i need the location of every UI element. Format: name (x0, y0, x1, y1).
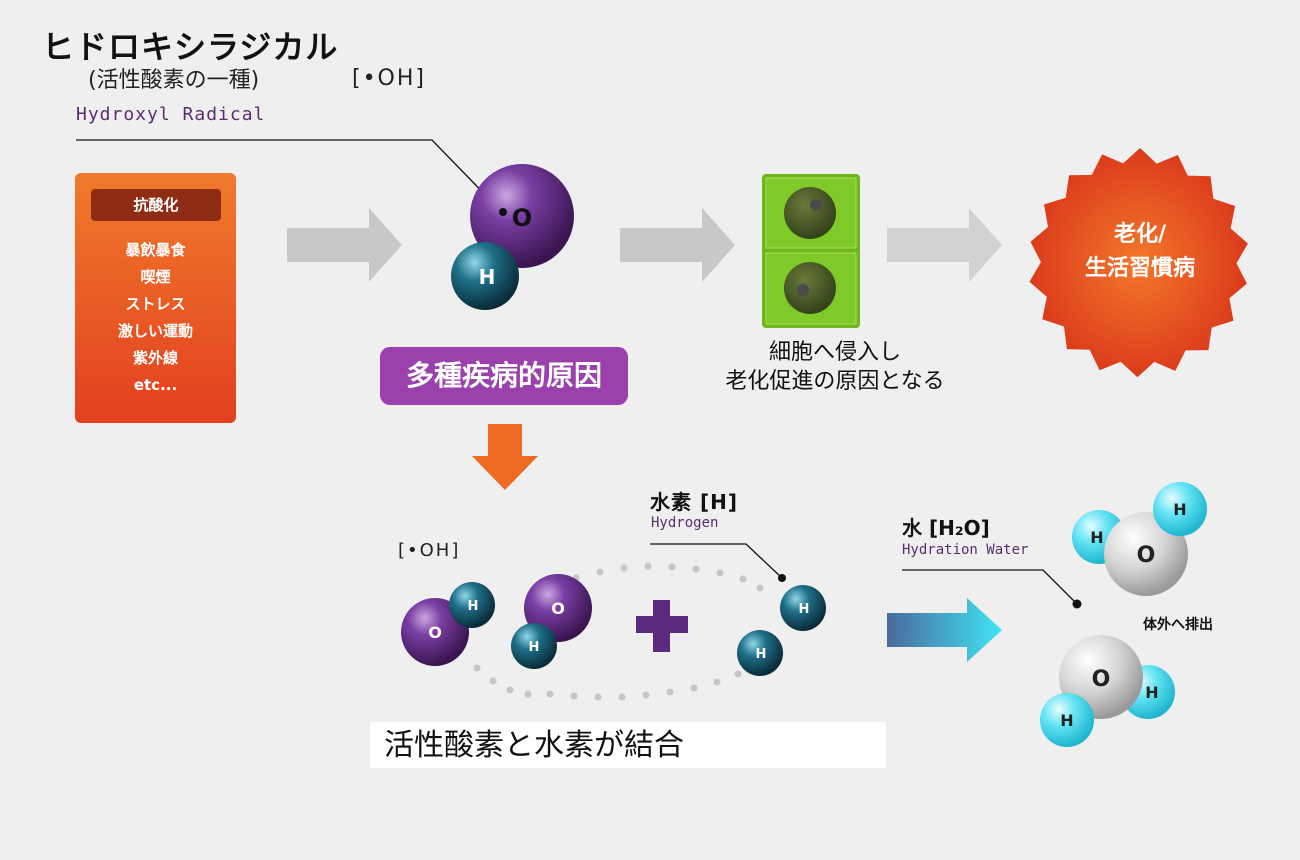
hydrogen-label: 水素 [H] (650, 490, 738, 514)
hydrogen-atom (780, 585, 826, 631)
starburst-icon (1029, 148, 1248, 378)
atom-label: O (1137, 543, 1156, 568)
arrow-right-icon (887, 598, 1002, 662)
atom-label: H (756, 647, 767, 662)
leader-line-water (902, 569, 1078, 605)
page-title: ヒドロキシラジカル (42, 28, 339, 66)
cause-item: ストレス (125, 295, 186, 313)
atom-label: O (428, 623, 442, 642)
atom-label: H (468, 599, 479, 614)
oxygen-atom (470, 164, 574, 268)
cell-icon (762, 174, 860, 328)
oxygen-atom (1104, 512, 1188, 596)
hydrogen-atom (737, 630, 783, 676)
causes-heading: 抗酸化 (91, 189, 221, 221)
leader-dot (778, 574, 786, 582)
arrow-right-icon (887, 208, 1002, 282)
combination-caption: 活性酸素と水素が結合 (370, 722, 886, 768)
hydrogen-atom (511, 623, 557, 669)
cause-item: 激しい運動 (117, 322, 193, 340)
atom-label: H (529, 640, 540, 655)
atom-label: H (479, 265, 496, 289)
water-label: 水 [H₂O] (902, 516, 990, 540)
atom-label: H (799, 602, 810, 617)
atom-label: H (1090, 528, 1103, 547)
arrow-right-icon (287, 208, 402, 282)
atom-label: H (1173, 500, 1186, 519)
english-name: Hydroxyl Radical (76, 104, 266, 125)
dotted-ring (473, 562, 764, 701)
causes-list: 暴飲暴食 喫煙 ストレス 激しい運動 紫外線 etc... (75, 237, 236, 399)
atom-label: O (551, 599, 565, 618)
leader-dot (1072, 599, 1082, 609)
arrow-down-icon (472, 424, 538, 490)
atom-label: O (1092, 667, 1111, 692)
hydrogen-atom (449, 582, 495, 628)
page-subtitle: (活性酸素の一種) (88, 68, 260, 93)
hydrogen-atom (1153, 482, 1207, 536)
result-text: 老化/ 生活習慣病 (1040, 218, 1240, 286)
cause-item: etc... (133, 376, 178, 394)
hydrogen-atom (1040, 693, 1094, 747)
leader-line-top (76, 139, 501, 211)
oh-label: [•OH] (398, 540, 461, 561)
cell-description-line: 細胞へ侵入し (768, 340, 901, 365)
leader-dot (499, 208, 507, 216)
atom-label: H (1060, 711, 1073, 730)
excretion-label: 体外へ排出 (1143, 617, 1213, 633)
arrow-right-icon (620, 208, 735, 282)
water-english: Hydration Water (902, 542, 1029, 558)
cause-item: 紫外線 (132, 349, 178, 367)
cell-description-line: 老化促進の原因となる (725, 369, 945, 394)
atom-label: O (512, 204, 532, 232)
formula-label: [•OH] (352, 66, 427, 91)
result-line: 生活習慣病 (1084, 256, 1195, 281)
hydrogen-atom (451, 242, 519, 310)
disease-cause-label: 多種疾病的原因 (380, 347, 628, 405)
hydrogen-english: Hydrogen (651, 515, 719, 531)
cause-item: 喫煙 (140, 268, 171, 286)
cell-description: 細胞へ侵入し 老化促進の原因となる (690, 338, 980, 396)
plus-icon (636, 600, 688, 652)
causes-box: 抗酸化 暴飲暴食 喫煙 ストレス 激しい運動 紫外線 etc... (75, 173, 236, 423)
cause-item: 暴飲暴食 (125, 241, 186, 259)
atom-label: H (1145, 683, 1158, 702)
result-line: 老化/ (1113, 222, 1167, 247)
leader-line-hydrogen (650, 543, 783, 579)
